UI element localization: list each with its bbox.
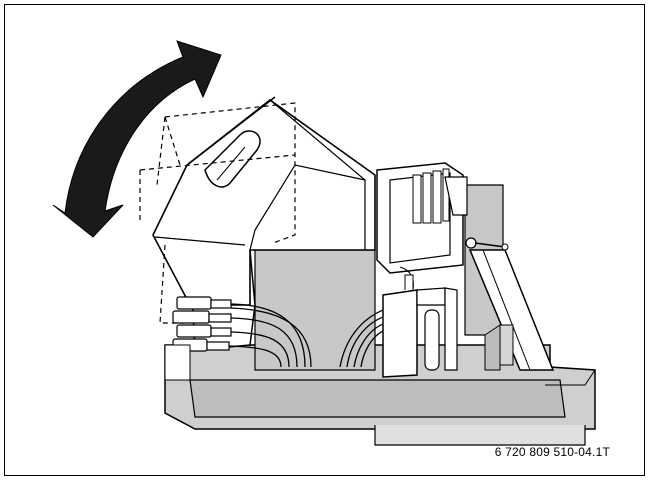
side-block xyxy=(164,344,191,381)
figure-frame: 6 720 809 510-04.1T xyxy=(4,4,645,476)
wire-bundle-right xyxy=(339,309,384,368)
terminal-block xyxy=(376,162,509,291)
curved-double-arrow-icon xyxy=(52,40,222,238)
control-unit-illustration xyxy=(52,40,596,446)
right-side-panel xyxy=(468,249,555,371)
control-unit-box xyxy=(152,96,376,306)
figure-reference-code: 6 720 809 510-04.1T xyxy=(494,445,610,459)
wire-bundle-left xyxy=(228,303,312,368)
connector-housing xyxy=(382,274,458,378)
